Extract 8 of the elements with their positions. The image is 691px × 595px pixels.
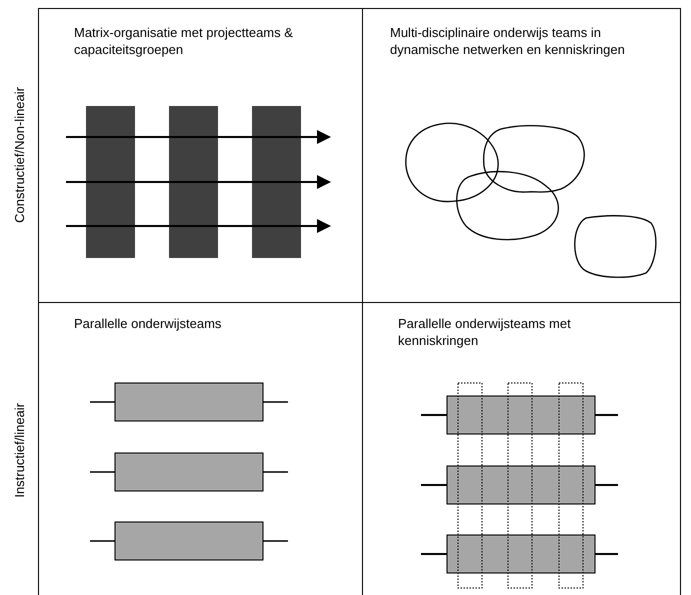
- panel-title: Parallelle onderwijsteams met kenniskringen: [398, 315, 572, 349]
- panel-title: Multi-disciplinaire onderwijs teams in dynamische netwerken en kenniskringen: [390, 24, 626, 58]
- matrix-panel: [38, 8, 363, 303]
- row-label: Constructief/Non-lineair: [12, 87, 26, 223]
- network-panel: [362, 8, 681, 303]
- row-label: Instructief/lineair: [12, 402, 26, 498]
- panel-title: Matrix-organisatie met projectteams & capaciteitsgroepen: [74, 24, 294, 58]
- panel-title: Parallelle onderwijsteams: [74, 315, 222, 332]
